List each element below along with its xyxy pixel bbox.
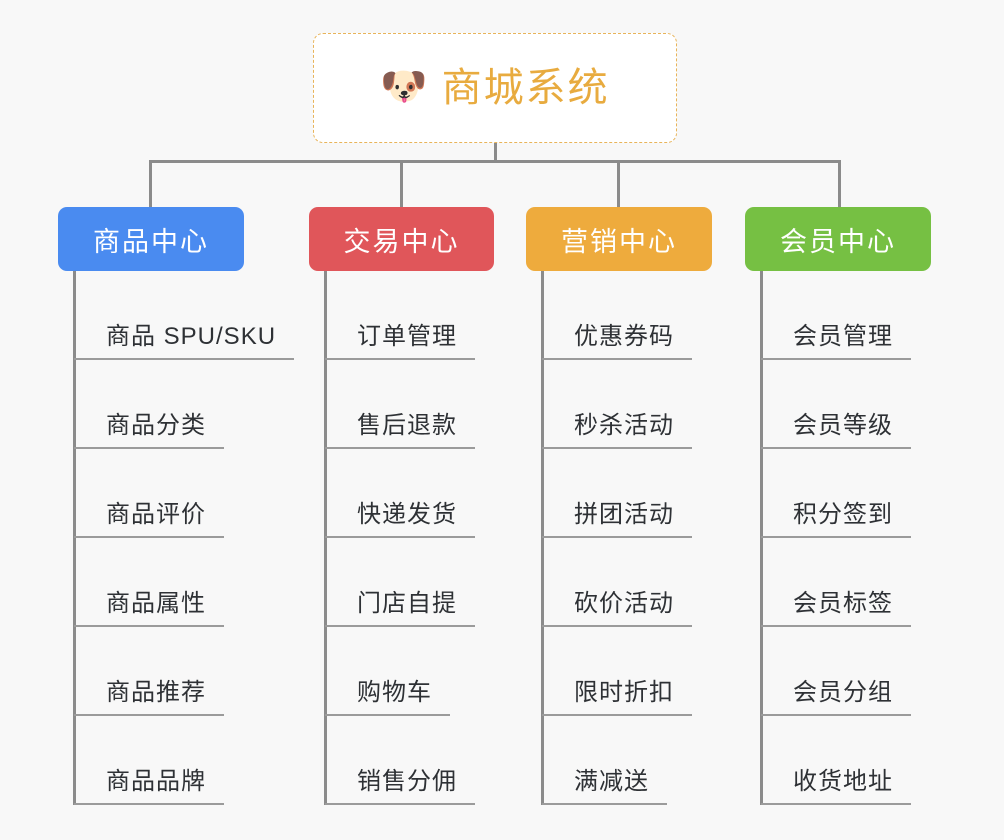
leaf-label: 会员等级 [761, 412, 911, 449]
leaf-list-1: 商品 SPU/SKU 商品分类 商品评价 商品属性 商品推荐 商品品牌 [58, 271, 295, 805]
leaf-item[interactable]: 收货地址 [745, 716, 931, 805]
branch-spine-3 [541, 271, 544, 805]
connector-drop-branch-4 [838, 160, 841, 207]
branch-header-3[interactable]: 营销中心 [526, 207, 712, 271]
leaf-item[interactable]: 商品评价 [58, 449, 244, 538]
branch-header-1[interactable]: 商品中心 [58, 207, 244, 271]
branch-header-label-1: 商品中心 [93, 226, 209, 257]
leaf-item[interactable]: 订单管理 [309, 271, 494, 360]
leaf-label: 商品评价 [74, 501, 224, 538]
leaf-item[interactable]: 商品属性 [58, 538, 244, 627]
leaf-item[interactable]: 积分签到 [745, 449, 931, 538]
leaf-label: 售后退款 [325, 412, 475, 449]
leaf-label: 快递发货 [325, 501, 475, 538]
leaf-label: 销售分佣 [325, 768, 475, 805]
leaf-label: 会员标签 [761, 590, 911, 627]
branch-header-label-3: 营销中心 [561, 226, 677, 257]
branch-header-2[interactable]: 交易中心 [309, 207, 494, 271]
leaf-item[interactable]: 拼团活动 [526, 449, 712, 538]
leaf-label: 秒杀活动 [542, 412, 692, 449]
leaf-label: 订单管理 [325, 323, 475, 360]
branch-spine-4 [760, 271, 763, 805]
root-title: 商城系统 [441, 66, 610, 110]
leaf-item[interactable]: 会员管理 [745, 271, 931, 360]
leaf-label: 商品分类 [74, 412, 224, 449]
leaf-label: 满减送 [542, 768, 667, 805]
leaf-list-2: 订单管理 售后退款 快递发货 门店自提 购物车 销售分佣 [309, 271, 494, 805]
leaf-label: 门店自提 [325, 590, 475, 627]
branch-column-4: 会员中心 会员管理 会员等级 积分签到 会员标签 会员分组 收货地址 [745, 207, 931, 805]
leaf-item[interactable]: 门店自提 [309, 538, 494, 627]
leaf-item[interactable]: 会员标签 [745, 538, 931, 627]
leaf-label: 商品属性 [74, 590, 224, 627]
leaf-item[interactable]: 秒杀活动 [526, 360, 712, 449]
root-node[interactable]: 🐶 商城系统 [313, 33, 677, 143]
leaf-item[interactable]: 快递发货 [309, 449, 494, 538]
leaf-item[interactable]: 商品分类 [58, 360, 244, 449]
leaf-item[interactable]: 砍价活动 [526, 538, 712, 627]
leaf-item[interactable]: 销售分佣 [309, 716, 494, 805]
connector-drop-branch-3 [617, 160, 620, 207]
leaf-label: 砍价活动 [542, 590, 692, 627]
connector-root-stem [494, 143, 497, 162]
leaf-label: 收货地址 [761, 768, 911, 805]
leaf-list-3: 优惠券码 秒杀活动 拼团活动 砍价活动 限时折扣 满减送 [526, 271, 712, 805]
leaf-item[interactable]: 商品品牌 [58, 716, 244, 805]
leaf-label: 购物车 [325, 679, 450, 716]
branch-column-3: 营销中心 优惠券码 秒杀活动 拼团活动 砍价活动 限时折扣 满减送 [526, 207, 712, 805]
leaf-label: 会员管理 [761, 323, 911, 360]
leaf-item[interactable]: 会员等级 [745, 360, 931, 449]
leaf-label: 商品推荐 [74, 679, 224, 716]
leaf-item[interactable]: 商品 SPU/SKU [58, 271, 295, 360]
branch-header-label-4: 会员中心 [780, 226, 896, 257]
leaf-item[interactable]: 购物车 [309, 627, 494, 716]
leaf-label: 商品品牌 [74, 768, 224, 805]
leaf-item[interactable]: 满减送 [526, 716, 712, 805]
leaf-list-4: 会员管理 会员等级 积分签到 会员标签 会员分组 收货地址 [745, 271, 931, 805]
branch-column-1: 商品中心 商品 SPU/SKU 商品分类 商品评价 商品属性 商品推荐 商品品牌 [58, 207, 295, 805]
leaf-item[interactable]: 优惠券码 [526, 271, 712, 360]
leaf-item[interactable]: 商品推荐 [58, 627, 244, 716]
leaf-label: 商品 SPU/SKU [74, 323, 295, 360]
leaf-item[interactable]: 限时折扣 [526, 627, 712, 716]
dog-face-icon: 🐶 [380, 66, 428, 108]
branch-column-2: 交易中心 订单管理 售后退款 快递发货 门店自提 购物车 销售分佣 [309, 207, 494, 805]
leaf-label: 积分签到 [761, 501, 911, 538]
connector-drop-branch-1 [149, 160, 152, 207]
leaf-label: 优惠券码 [542, 323, 692, 360]
branch-spine-2 [324, 271, 327, 805]
branch-spine-1 [73, 271, 76, 805]
leaf-label: 拼团活动 [542, 501, 692, 538]
leaf-label: 限时折扣 [542, 679, 692, 716]
connector-horizontal-bus [149, 160, 841, 163]
leaf-item[interactable]: 售后退款 [309, 360, 494, 449]
branch-header-label-2: 交易中心 [343, 226, 460, 257]
branch-header-4[interactable]: 会员中心 [745, 207, 931, 271]
connector-drop-branch-2 [400, 160, 403, 207]
leaf-item[interactable]: 会员分组 [745, 627, 931, 716]
leaf-label: 会员分组 [761, 679, 911, 716]
